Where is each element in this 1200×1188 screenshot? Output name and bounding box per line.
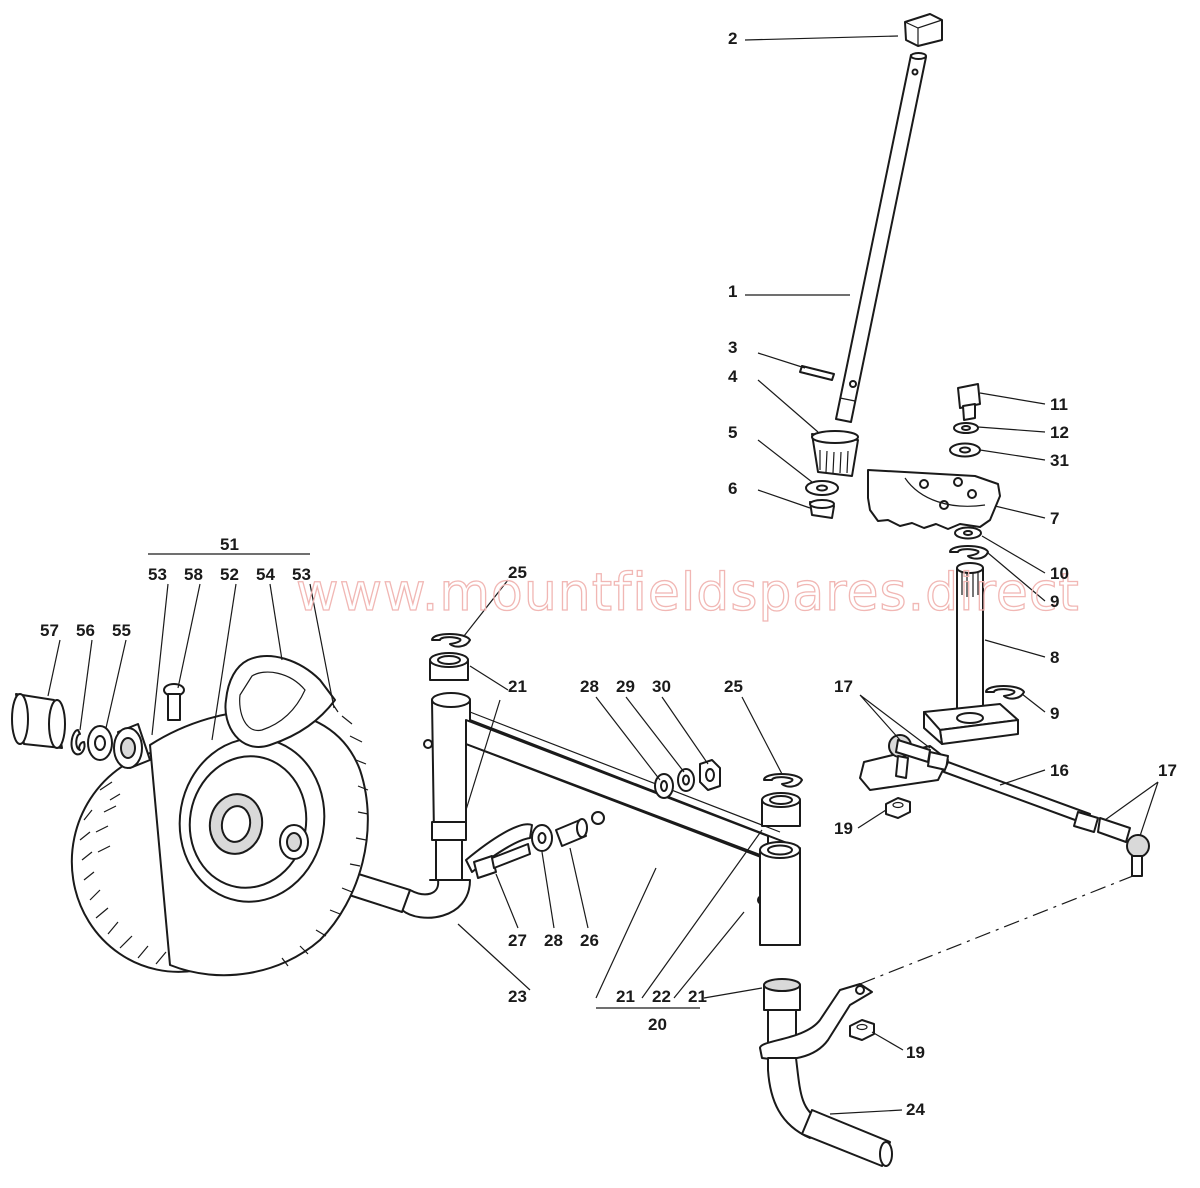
- label-part-25-left: 25: [508, 563, 527, 582]
- part-labels: 2 1 3 4 5 6 11 12 31 7 10 9 8 9 16 17 17…: [40, 29, 1177, 1119]
- part-4-pinion-gear: [811, 430, 859, 477]
- part-31-flat-washer: [949, 442, 981, 458]
- label-part-5: 5: [728, 423, 737, 442]
- part-30-nut: [699, 759, 721, 791]
- part-3-roll-pin: [799, 365, 835, 381]
- label-part-11: 11: [1050, 395, 1068, 414]
- label-part-19-upper: 19: [834, 819, 853, 838]
- steering-column-assembly: [799, 13, 943, 519]
- label-part-9-upper: 9: [1050, 592, 1059, 611]
- label-part-23: 23: [508, 987, 527, 1006]
- label-part-9-lower: 9: [1050, 704, 1059, 723]
- label-part-7: 7: [1050, 509, 1059, 528]
- label-part-58: 58: [184, 565, 203, 584]
- part-58-tyre-valve: [163, 683, 185, 721]
- part-56-circlip: [70, 729, 86, 756]
- part-54-hub-cover: [224, 655, 336, 748]
- label-part-28-top: 28: [580, 677, 599, 696]
- label-part-56: 56: [76, 621, 95, 640]
- part-11-bolt: [957, 383, 981, 421]
- label-part-53-left: 53: [148, 565, 167, 584]
- part-21-bush-upper-right: [761, 792, 801, 827]
- part-25-circlip-right: [763, 773, 803, 788]
- part-16-tie-rod: [943, 761, 1099, 833]
- part-5-washer: [805, 480, 839, 496]
- part-17-ball-joint-right: [1097, 817, 1150, 877]
- label-part-53-right: 53: [292, 565, 311, 584]
- label-part-1: 1: [728, 282, 737, 301]
- label-part-17-left: 17: [834, 677, 853, 696]
- part-10-washer: [954, 526, 982, 540]
- label-part-17-right: 17: [1158, 761, 1177, 780]
- label-part-12: 12: [1050, 423, 1069, 442]
- label-part-28-bottom: 28: [544, 931, 563, 950]
- label-part-54: 54: [256, 565, 275, 584]
- front-wheel-assembly: [11, 655, 369, 977]
- label-part-4: 4: [728, 367, 738, 386]
- label-part-52: 52: [220, 565, 239, 584]
- label-part-29: 29: [616, 677, 635, 696]
- part-53-bearing-left: [113, 723, 151, 769]
- part-24-right-spindle: [759, 978, 893, 1167]
- part-6-bushing: [809, 499, 835, 519]
- part-19-nut-lower: [849, 1019, 875, 1041]
- part-9-circlip-lower: [985, 685, 1025, 700]
- label-part-27: 27: [508, 931, 527, 950]
- linkage-dash-line: [859, 873, 1139, 985]
- label-part-2: 2: [728, 29, 737, 48]
- part-19-nut-upper: [885, 797, 911, 819]
- label-part-21-bottom-a: 21: [616, 987, 635, 1006]
- part-25-circlip-left: [431, 633, 471, 648]
- part-28-washer-mid: [531, 824, 553, 852]
- part-2-column-cap: [904, 13, 943, 47]
- label-part-55: 55: [112, 621, 131, 640]
- part-7-sector-gear: [867, 469, 1001, 530]
- part-55-washer: [87, 725, 113, 761]
- part-29-lock-washer: [677, 768, 695, 792]
- leader-lines: [47, 35, 1159, 1115]
- label-part-24: 24: [906, 1100, 925, 1119]
- label-part-10: 10: [1050, 564, 1069, 583]
- part-52-rim: [178, 737, 326, 903]
- part-20-axle-beam: [423, 692, 801, 946]
- front-axle-assembly: [343, 633, 1139, 1167]
- label-part-21-bottom-b: 21: [688, 987, 707, 1006]
- part-26-spacer: [555, 818, 588, 847]
- label-part-20: 20: [648, 1015, 667, 1034]
- watermark-text: www.mountfieldspares.direct: [296, 563, 1080, 623]
- part-1-steering-shaft: [835, 52, 927, 423]
- part-57-hub-cap: [11, 693, 66, 749]
- label-part-6: 6: [728, 479, 737, 498]
- label-part-21-top: 21: [508, 677, 527, 696]
- part-17-ball-joint-left: [888, 734, 949, 779]
- part-9-circlip-upper: [949, 545, 989, 560]
- part-27-bolt: [473, 843, 531, 879]
- label-part-8: 8: [1050, 648, 1059, 667]
- label-part-3: 3: [728, 338, 737, 357]
- part-23-left-spindle: [343, 821, 533, 919]
- label-part-22: 22: [652, 987, 671, 1006]
- label-part-16: 16: [1050, 761, 1069, 780]
- label-part-30: 30: [652, 677, 671, 696]
- part-21-bush-upper-left: [429, 652, 469, 681]
- label-part-25-right: 25: [724, 677, 743, 696]
- label-part-31: 31: [1050, 451, 1069, 470]
- label-part-57: 57: [40, 621, 59, 640]
- part-53-bearing-right: [279, 824, 309, 860]
- label-part-19-lower: 19: [906, 1043, 925, 1062]
- label-part-26: 26: [580, 931, 599, 950]
- label-part-51: 51: [220, 535, 239, 554]
- part-12-lock-washer: [953, 422, 979, 434]
- sector-gear-assembly: [859, 383, 1150, 877]
